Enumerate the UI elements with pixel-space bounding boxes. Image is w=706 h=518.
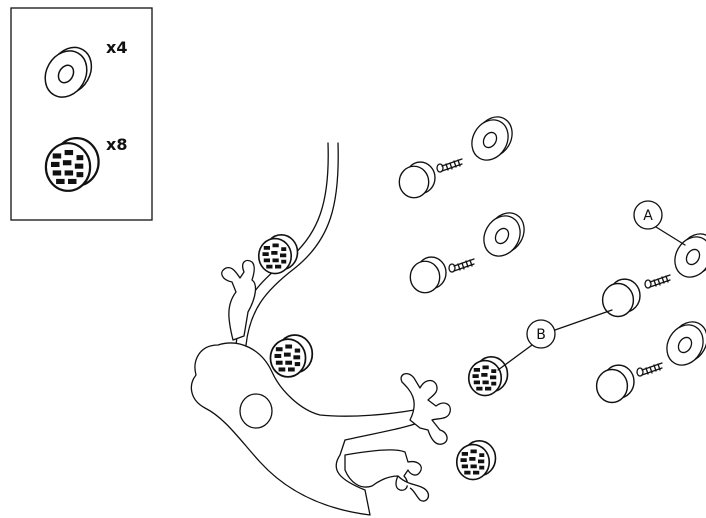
- callout-b: B: [497, 309, 613, 371]
- parts-legend: x4 x8: [10, 7, 153, 221]
- hardware-set-right-lower: [595, 314, 706, 404]
- mounted-mesh-cap: [269, 334, 314, 378]
- screw-icon: [448, 258, 475, 273]
- callout-b-label: B: [536, 327, 546, 343]
- callout-a-label: A: [643, 208, 653, 224]
- hardware-set-right-upper: [601, 226, 706, 318]
- frog-eye: [239, 393, 273, 429]
- plain-cap: [409, 256, 447, 294]
- plain-cap: [595, 364, 635, 404]
- screw-icon: [644, 274, 671, 289]
- loose-mesh-cap: [455, 439, 497, 481]
- washer-icon: [476, 205, 532, 264]
- loose-mesh-cap: [467, 355, 509, 397]
- mounted-mesh-cap: [257, 233, 299, 275]
- washer-quantity: x4: [106, 38, 127, 57]
- washer-icon: [464, 109, 520, 168]
- plain-cap: [398, 161, 436, 199]
- mesh-cap-quantity: x8: [106, 135, 127, 154]
- washer-icon: [659, 314, 706, 373]
- washer-icon: [667, 226, 706, 285]
- hardware-set-top: [398, 109, 520, 199]
- screw-icon: [636, 362, 663, 377]
- frog-figure: [190, 259, 451, 516]
- screw-icon: [436, 158, 463, 173]
- callout-a: A: [633, 200, 686, 246]
- hardware-set-middle: [409, 205, 532, 294]
